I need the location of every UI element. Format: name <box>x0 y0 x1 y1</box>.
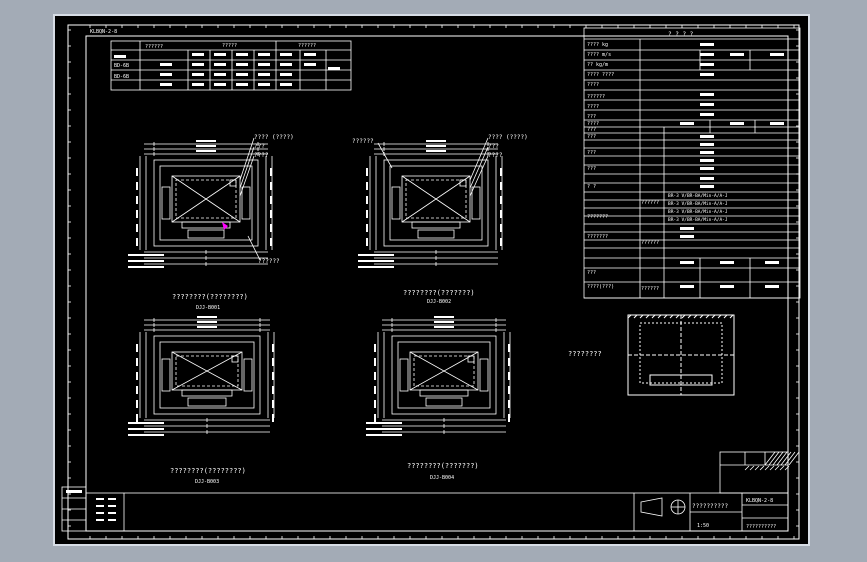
drawing-tag: KLBQN-2-8 <box>746 498 773 504</box>
spec-right-value: BR-3 V/BR-BA/Min-A/A-J <box>668 193 728 199</box>
small-plan-label: ???????? <box>568 350 602 358</box>
spec-row-label: ???? m/s <box>587 52 611 58</box>
spec-row-label: ???? kg <box>587 42 608 48</box>
plan-b-left-note: ?????? <box>352 138 374 145</box>
spec-row-label: ?? kg/m <box>587 62 608 68</box>
spec-row-label: ??? <box>587 134 596 140</box>
spec-row-label: ???? <box>587 121 599 127</box>
spec-row-label: ????(???) <box>587 284 614 290</box>
title-block <box>61 451 800 532</box>
plan-d-title: ????????(???????) <box>407 462 479 470</box>
spec-table <box>583 27 801 299</box>
top-left-table <box>110 40 352 91</box>
top-table-header-right: ?????? <box>298 43 316 49</box>
sheet-frame <box>67 24 800 540</box>
elevator-plan-b[interactable] <box>358 137 503 268</box>
drawing-name: ?????????? <box>692 503 729 510</box>
spec-row-label: ??????? <box>587 234 608 240</box>
spec-table-title: ? ? ? ? <box>668 31 694 38</box>
spec-row-label: ???? <box>587 104 599 110</box>
spec-row-label: ? ? <box>587 184 596 190</box>
title-block-left-notes <box>66 490 116 521</box>
drawing-viewport[interactable] <box>53 14 810 546</box>
plan-a-note: ?????? <box>258 258 280 265</box>
elevator-plan-a[interactable] <box>128 137 273 268</box>
plan-b-title: ????????(???????) <box>403 289 475 297</box>
spec-row-label: ?????? <box>587 94 605 100</box>
top-table-row2: BD-6B <box>114 74 129 80</box>
plan-a-callout-3: ???? <box>254 152 269 159</box>
company-name: ?????????? <box>746 524 776 530</box>
plan-b-code: DJJ-B002 <box>427 299 451 305</box>
spec-row-label: ??????? <box>587 214 608 220</box>
drawing-scale: 1:50 <box>697 523 709 529</box>
plan-a-title: ????????(????????) <box>172 293 248 301</box>
plan-a-callout-1: ???? (????) <box>254 134 294 141</box>
sheet-tag: KLBQN-2-8 <box>90 29 117 35</box>
spec-row-label: ??? <box>587 127 596 133</box>
top-table-header-left: ?????? <box>145 44 163 50</box>
spec-row-label: ??? <box>587 150 596 156</box>
small-pit-plan[interactable] <box>627 314 735 396</box>
spec-row-label: ???? ???? <box>587 72 614 78</box>
plan-b-callout-2: ??? <box>488 143 499 150</box>
plan-b-callout-3: ???? <box>488 152 503 159</box>
spec-mid-label: ?????? <box>641 286 659 292</box>
spec-row-label: ??? <box>587 270 596 276</box>
top-table-cell-glyphs <box>114 53 340 86</box>
top-table-header-mid: ????? <box>222 43 237 49</box>
plan-b-callout-1: ???? (????) <box>488 134 528 141</box>
spec-table-text: ???? kg???? m/s?? kg/m???? ?????????????… <box>587 42 784 292</box>
spec-right-value: BR-3 V/BR-BA/Min-A/A-J <box>668 201 728 207</box>
spec-row-label: ???? <box>587 82 599 88</box>
spec-right-value: BR-3 V/BR-BA/Min-A/A-J <box>668 217 728 223</box>
spec-mid-label: ?????? <box>641 240 659 246</box>
elevator-plan-c[interactable] <box>128 316 275 436</box>
spec-right-value: BR-3 V/BR-BA/Min-A/A-J <box>668 209 728 215</box>
plan-a-code: DJJ-B001 <box>196 305 220 311</box>
spec-row-label: ??? <box>587 166 596 172</box>
spec-row-label: ??? <box>587 114 596 120</box>
top-table-row1: BD-6B <box>114 63 129 69</box>
spec-mid-label: ?????? <box>641 200 659 206</box>
plan-a-callout-2: ??? <box>254 143 265 150</box>
elevator-plan-d[interactable] <box>366 316 511 436</box>
plan-c-code: DJJ-B003 <box>195 479 219 485</box>
plan-d-code: DJJ-B004 <box>430 475 454 481</box>
plan-c-title: ????????(????????) <box>170 467 246 475</box>
